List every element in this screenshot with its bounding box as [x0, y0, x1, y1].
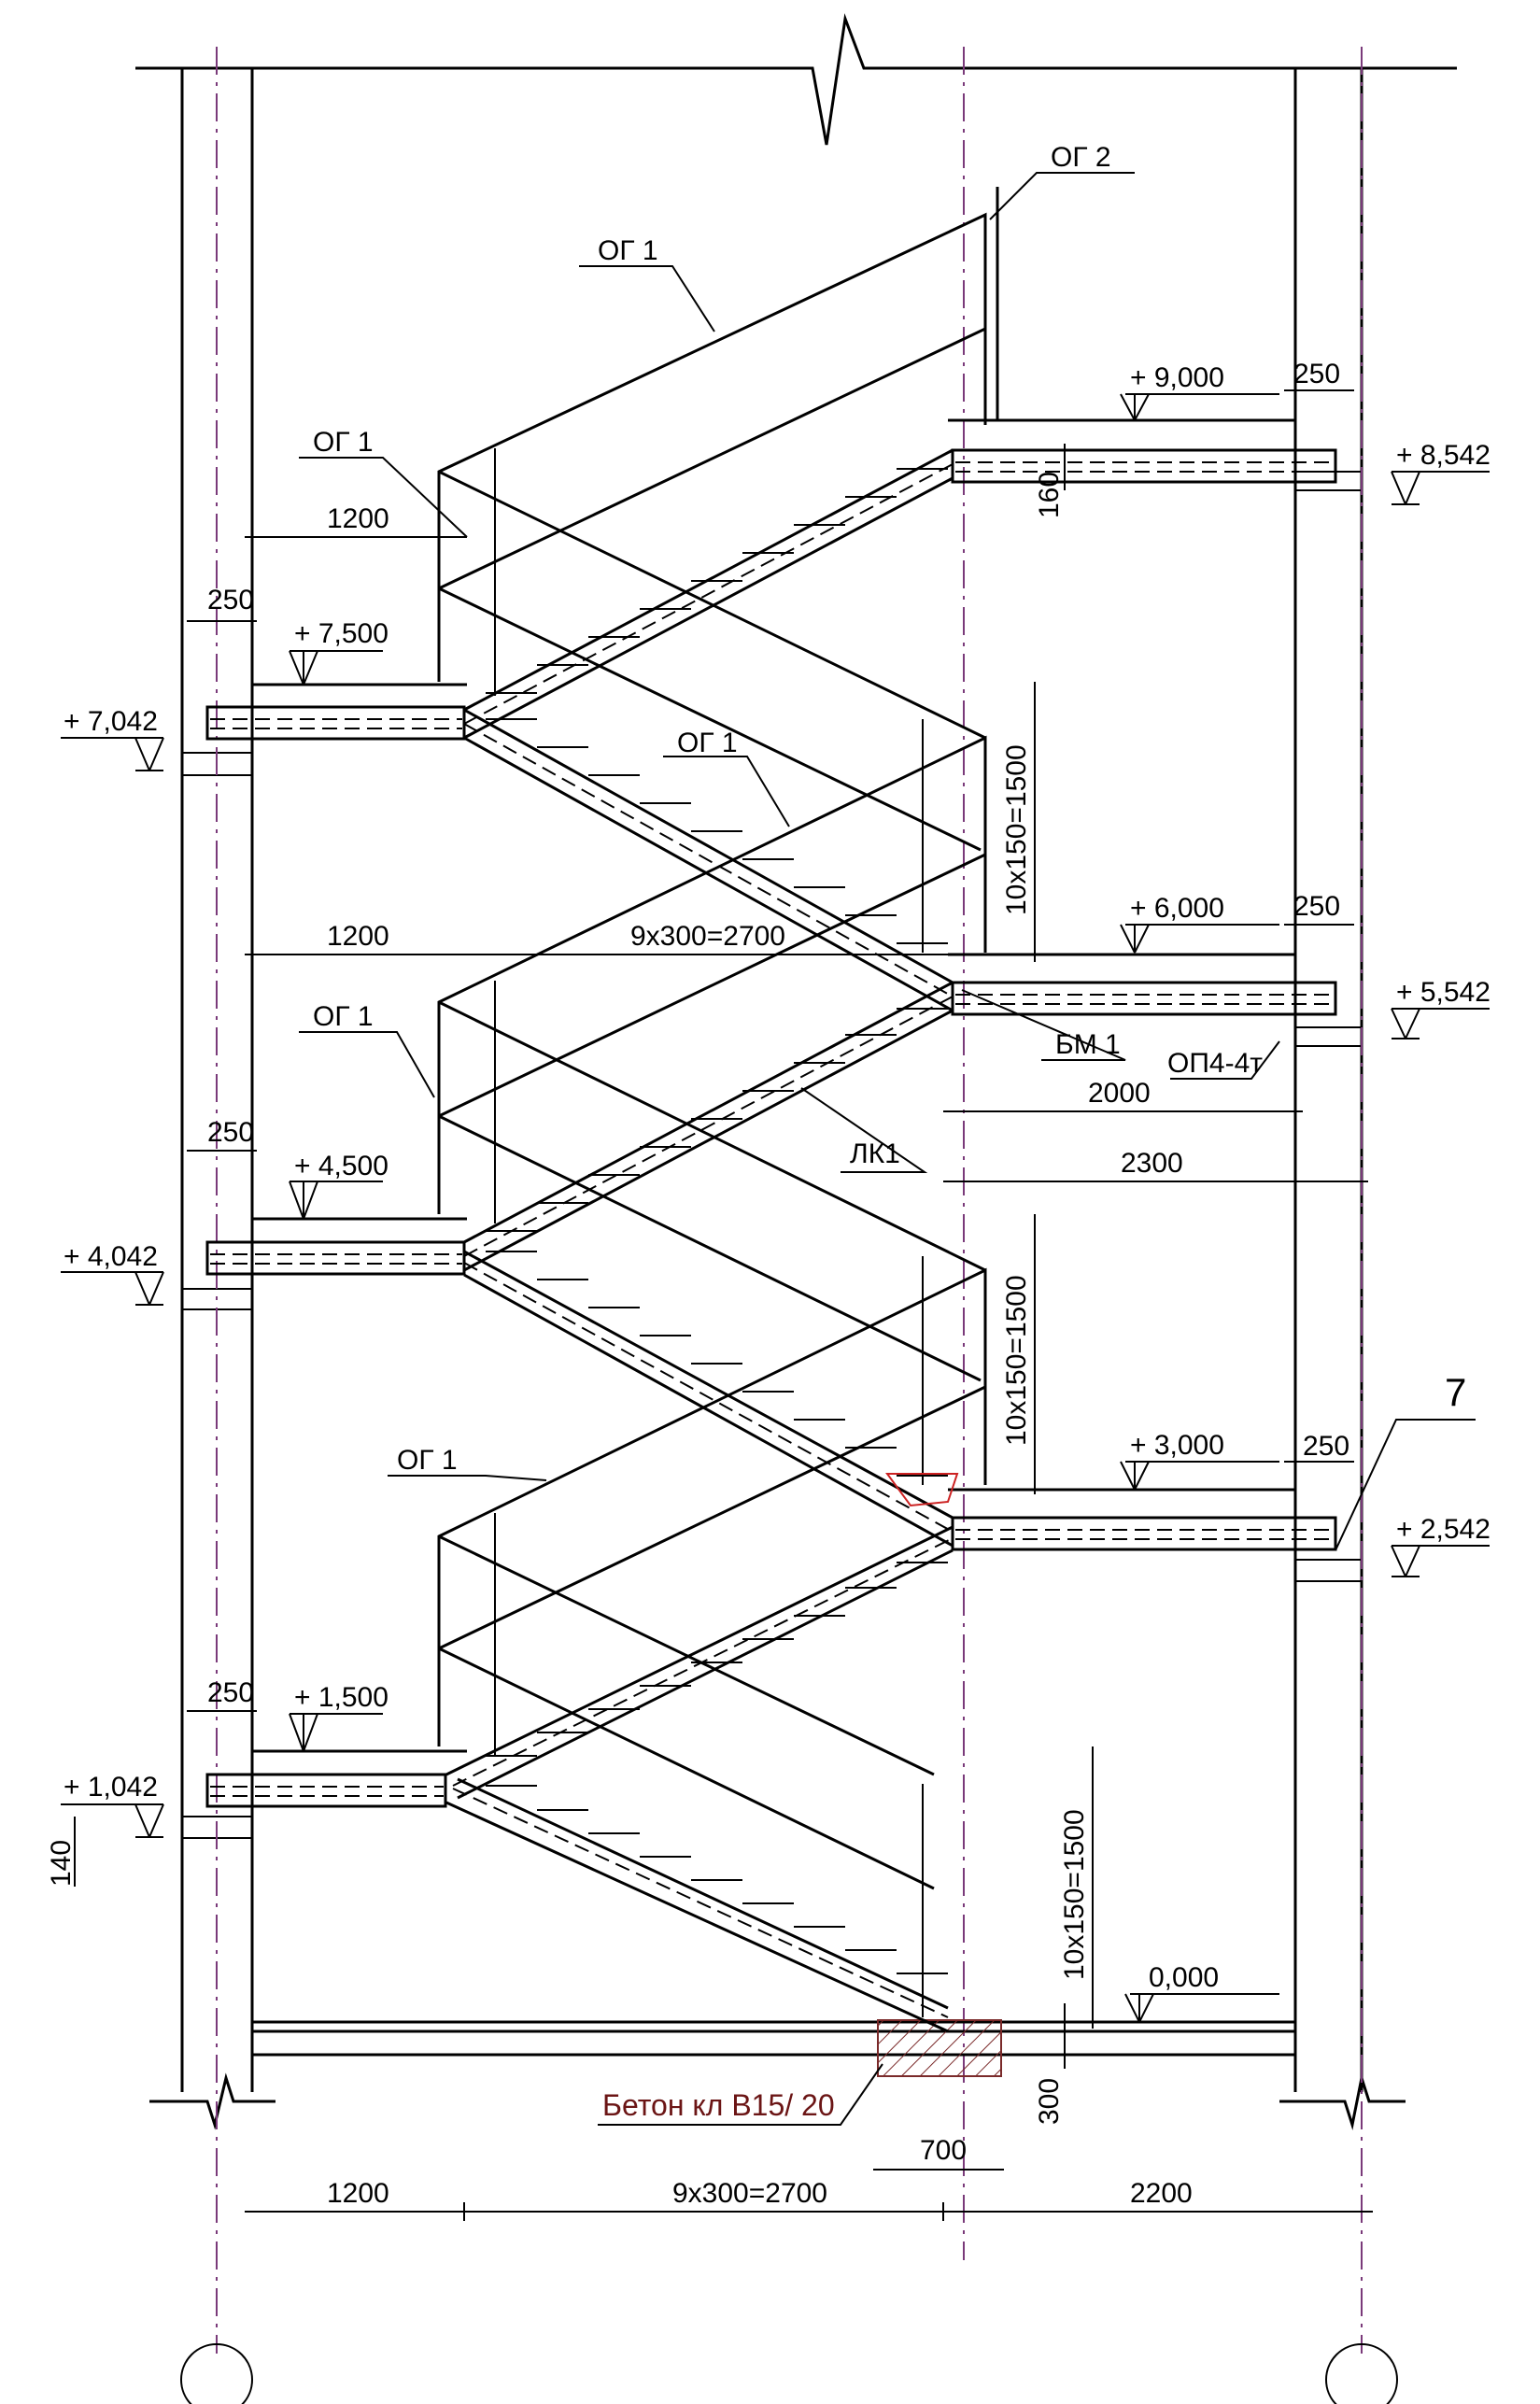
level-5542: + 5,542 [1396, 977, 1491, 1008]
level-7500: + 7,500 [294, 618, 389, 649]
level-1042: + 1,042 [64, 1772, 158, 1803]
concrete-footing [877, 2019, 1002, 2077]
level-1500: + 1,500 [294, 1682, 389, 1713]
dim-1200-upper: 1200 [327, 503, 389, 534]
dim-1500-middle: 10х150=1500 [1001, 1275, 1032, 1446]
dim-700: 700 [920, 2135, 967, 2166]
dim-250-upper-left: 250 [207, 585, 254, 615]
level-0000: 0,000 [1149, 1962, 1219, 1993]
dim-1500-lower: 10х150=1500 [1059, 1809, 1090, 1980]
dim-2000: 2000 [1088, 1078, 1151, 1109]
dim-300: 300 [1034, 2078, 1065, 2125]
dim-2700-middle: 9х300=2700 [630, 921, 785, 952]
top-break-line [135, 13, 1457, 146]
detail-marker [885, 1473, 959, 1507]
left-wall [149, 68, 276, 2130]
label-og1-middle: ОГ 1 [677, 728, 738, 758]
level-9000: + 9,000 [1130, 362, 1224, 393]
landings [205, 418, 1337, 1808]
label-bm1: БМ 1 [1055, 1029, 1121, 1060]
axis-marker-right [1325, 2343, 1398, 2404]
leaders [299, 172, 1476, 2126]
label-og2: ОГ 2 [1051, 142, 1111, 173]
level-2542: + 2,542 [1396, 1514, 1491, 1545]
level-4042: + 4,042 [64, 1241, 158, 1272]
label-detail-7: 7 [1445, 1370, 1466, 1414]
level-7042: + 7,042 [64, 706, 158, 737]
dim-250-upper-right: 250 [1293, 359, 1340, 389]
dim-1500-upper: 10х150=1500 [1001, 744, 1032, 915]
level-marks [61, 393, 1490, 2023]
dim-160: 160 [1034, 472, 1065, 518]
dim-250-middle-right: 250 [1293, 891, 1340, 922]
label-op: ОП4-4т [1167, 1048, 1263, 1079]
dim-250-lower-right: 250 [1303, 1431, 1349, 1462]
label-og1-middle-left: ОГ 1 [313, 1001, 374, 1032]
axis-marker-left [180, 2343, 253, 2404]
label-og1-top: ОГ 1 [598, 235, 658, 266]
stair-flights [445, 448, 954, 2033]
label-og1-lower: ОГ 1 [397, 1445, 458, 1476]
label-og1-upper-left: ОГ 1 [313, 427, 374, 458]
level-3000: + 3,000 [1130, 1430, 1224, 1461]
level-8542: + 8,542 [1396, 440, 1491, 471]
dim-250-middle-left: 250 [207, 1117, 254, 1148]
dim-140: 140 [46, 1840, 77, 1887]
floor-slab [252, 2020, 1295, 2057]
level-4500: + 4,500 [294, 1151, 389, 1181]
dimension-lines [74, 389, 1373, 2221]
dim-1200-middle: 1200 [327, 921, 389, 952]
dim-2200: 2200 [1130, 2178, 1193, 2209]
dim-2700-bottom: 9х300=2700 [672, 2178, 827, 2209]
label-lk1: ЛК1 [850, 1138, 900, 1169]
label-concrete: Бетон кл В15/ 20 [602, 2088, 835, 2122]
dim-250-lower-left: 250 [207, 1677, 254, 1708]
railings [437, 187, 999, 2017]
dim-1200-bottom: 1200 [327, 2178, 389, 2209]
axis-lines [216, 47, 1363, 2354]
dim-2300: 2300 [1121, 1148, 1183, 1179]
level-6000: + 6,000 [1130, 893, 1224, 924]
